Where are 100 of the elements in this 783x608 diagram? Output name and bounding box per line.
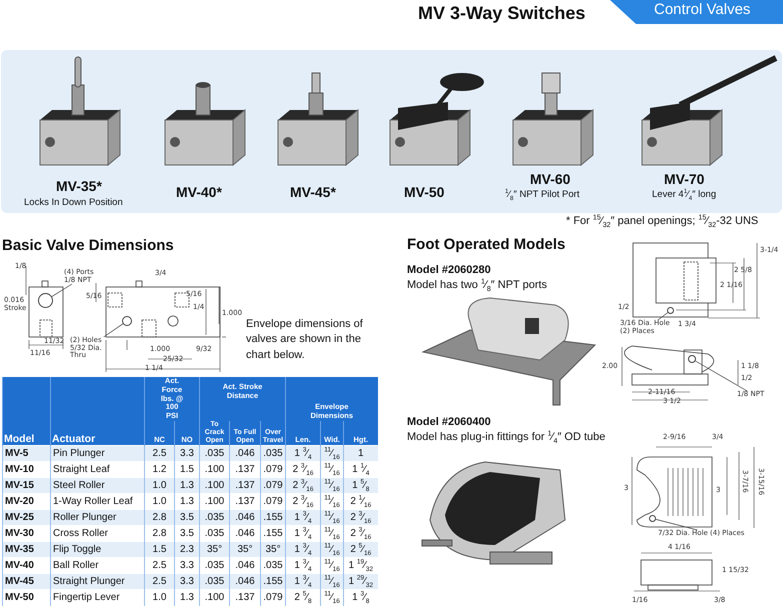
leader-line [695,360,748,392]
column-header: Actuator [50,377,144,446]
model-note: Lever 4$^{1}$⁄$_{4}$″ long [652,190,716,201]
table-cell: 1-Way Roller Leaf [50,494,144,510]
table-cell: $^{11}$⁄$_{16}$ [320,558,344,574]
table-cell: .035 [260,446,286,462]
table-cell: .046 [230,558,261,574]
table-cell: 3.3 [174,558,200,574]
table-cell: MV-45 [2,574,50,590]
table-cell: 1 $^{3}$⁄$_{4}$ [286,446,321,462]
section-heading: Foot Operated Models [407,236,566,254]
table-cell: 1.5 [174,462,200,478]
table-cell: .137 [230,462,261,478]
table-cell: Straight Leaf [50,462,144,478]
table-cell: .035 [200,510,230,526]
hole-symbol [667,307,674,314]
table-cell: Fingertip Lever [50,590,144,606]
section-heading: Basic Valve Dimensions [2,237,174,254]
table-cell: $^{11}$⁄$_{16}$ [320,542,344,558]
table-cell: 1.0 [144,478,174,494]
table-cell: .100 [200,478,230,494]
leader-line [103,323,124,338]
model-name: MV-60 [530,171,570,188]
table-cell: MV-5 [2,446,50,462]
table-cell: 2 $^{3}$⁄$_{16}$ [286,494,321,510]
table-cell: .035 [260,558,286,574]
table-cell: .100 [200,590,230,606]
table-cell: .155 [260,526,286,542]
table-cell: 1.3 [174,478,200,494]
table-cell: 3.5 [174,510,200,526]
table-cell: 2.5 [144,446,174,462]
table-cell: MV-10 [2,462,50,478]
model-name: MV-35* [56,178,102,194]
table-cell: .079 [260,478,286,494]
table-cell: .155 [260,574,286,590]
table-cell: Flip Toggle [50,542,144,558]
description-text: Model has two $^{1}$⁄$_{8}$″ NPT ports [407,279,548,292]
table-cell: Pin Plunger [50,446,144,462]
table-cell: 3.5 [174,526,200,542]
table-cell: 1.0 [144,590,174,606]
table-cell: Steel Roller [50,478,144,494]
table-cell: .035 [200,526,230,542]
page-title: MV 3-Way Switches [418,3,586,24]
model-note: $^{1}$⁄$_{8}$″ NPT Pilot Port [505,190,580,201]
table-cell: 1 $^{3}$⁄$_{4}$ [286,574,321,590]
model-name: MV-70 [664,171,704,188]
table-cell: 2 $^{5}$⁄$_{16}$ [344,542,378,558]
table-cell: $^{11}$⁄$_{16}$ [320,590,344,606]
leader-line [656,519,698,530]
table-cell: MV-15 [2,478,50,494]
table-cell: .046 [230,574,261,590]
table-cell: .079 [260,462,286,478]
table-cell: 1 [344,446,378,462]
table-cell: $^{11}$⁄$_{16}$ [320,462,344,478]
table-cell: 1.3 [174,494,200,510]
table-cell: .046 [230,510,261,526]
table-cell: MV-30 [2,526,50,542]
hole-symbol [122,316,132,326]
table-cell: 2 $^{3}$⁄$_{16}$ [286,462,321,478]
table-cell: 2.5 [144,574,174,590]
table-cell: 2 $^{5}$⁄$_{8}$ [286,590,321,606]
table-cell: .079 [260,590,286,606]
table-cell: 1.2 [144,462,174,478]
model-name: MV-40* [176,184,222,200]
table-cell: Cross Roller [50,526,144,542]
table-cell: $^{11}$⁄$_{16}$ [320,494,344,510]
table-cell: .155 [260,510,286,526]
table-cell: 35° [200,542,230,558]
table-cell: 2 $^{3}$⁄$_{16}$ [344,510,378,526]
table-cell: 1 $^{29}$⁄$_{32}$ [344,574,378,590]
table-cell: .035 [200,558,230,574]
table-cell: MV-20 [2,494,50,510]
table-cell: $^{11}$⁄$_{16}$ [320,510,344,526]
table-cell: .137 [230,494,261,510]
table-cell: Ball Roller [50,558,144,574]
table-cell: 3.3 [174,574,200,590]
hole-symbol [38,293,53,308]
table-cell: Roller Plunger [50,510,144,526]
table-cell: .137 [230,590,261,606]
table-cell: MV-25 [2,510,50,526]
model-number: Model #2060280 [407,264,491,277]
footnote: * For $^{15}$⁄$_{32}$″ panel openings; $^{15}$⁄$_{32}$-32 UNS [566,215,758,228]
model-note: Locks In Down Position [24,198,123,209]
table-cell: 1 $^{3}$⁄$_{4}$ [286,526,321,542]
table-cell: 2 $^{3}$⁄$_{16}$ [286,478,321,494]
table-cell: .035 [200,446,230,462]
leader-line [658,312,668,320]
table-cell: $^{11}$⁄$_{16}$ [320,446,344,462]
table-cell: 1 $^{5}$⁄$_{8}$ [344,478,378,494]
column-header: Model [2,377,50,446]
table-cell: $^{11}$⁄$_{16}$ [320,574,344,590]
table-cell: 1 $^{3}$⁄$_{4}$ [286,558,321,574]
section-tab-title: Control Valves [654,1,750,18]
table-cell: $^{11}$⁄$_{16}$ [320,526,344,542]
table-cell: 2.5 [144,558,174,574]
description-text: Envelope dimensions of valves are shown in the chart below. [246,317,364,363]
table-cell: 2.8 [144,526,174,542]
description-text: Model has plug-in fittings for $^{1}$⁄$_{4}$″ OD tube [407,431,606,444]
table-cell: .046 [230,446,261,462]
hole-symbol [649,515,656,522]
